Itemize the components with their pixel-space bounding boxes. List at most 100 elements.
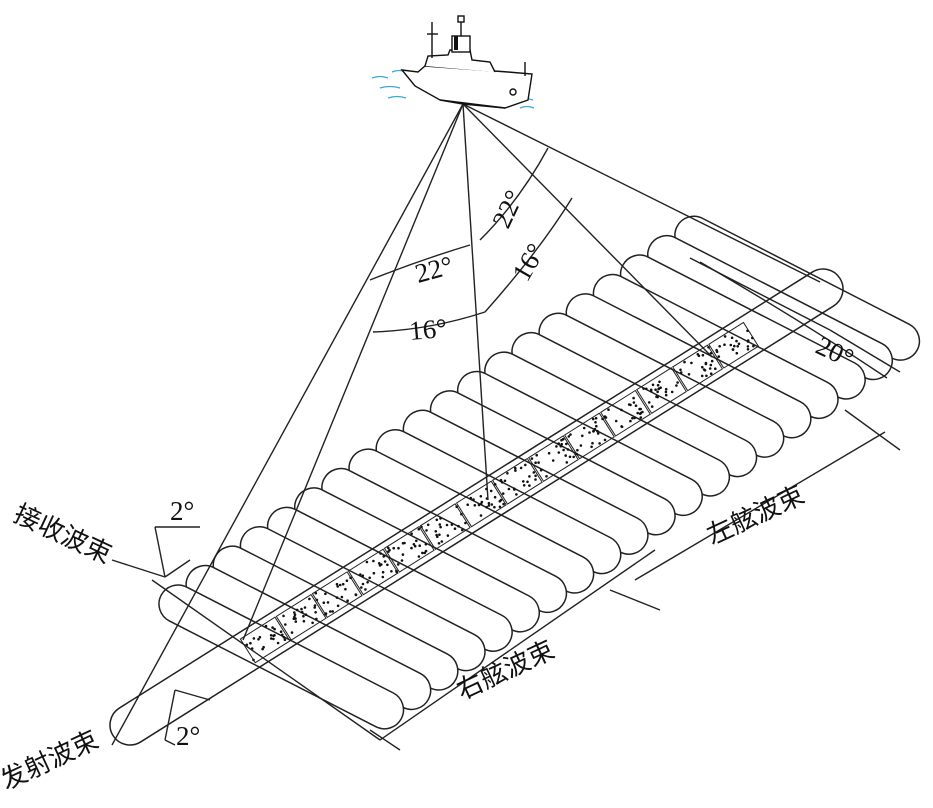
footprint-dot xyxy=(388,548,391,552)
footprint-dot xyxy=(331,610,335,613)
receive-beam-cylinder xyxy=(592,273,839,419)
footprint-cell xyxy=(347,548,399,596)
footprint-dot xyxy=(515,493,518,496)
footprint-dot xyxy=(534,478,537,481)
receive-beam-cylinder xyxy=(647,235,894,381)
footprint-dot xyxy=(576,448,579,452)
footprint-dot xyxy=(534,461,537,465)
footprint-dot xyxy=(249,641,252,645)
footprint-dot xyxy=(438,523,442,526)
footprint-dot xyxy=(361,582,365,586)
footprint-dot xyxy=(736,345,739,348)
footprint-dot xyxy=(555,445,558,448)
footprint-dot xyxy=(737,342,741,346)
sonar-ray xyxy=(462,103,713,358)
footprint-dot xyxy=(676,381,679,384)
footprint-dot xyxy=(709,372,713,376)
footprint-dot xyxy=(746,348,750,351)
footprint-dot xyxy=(397,546,400,550)
footprint-dot xyxy=(664,393,668,397)
footprint-dot xyxy=(379,552,382,555)
footprint-dot xyxy=(412,543,416,546)
footprint-dot xyxy=(338,583,342,587)
receive-beam-cylinder xyxy=(565,293,812,439)
footprint-dot xyxy=(632,401,636,404)
footprint-dot xyxy=(386,563,389,567)
footprint-dot xyxy=(461,528,464,532)
footprint-dot xyxy=(329,610,332,613)
footprint-dot xyxy=(349,576,352,580)
footprint-dot xyxy=(714,367,717,371)
angle-2-receive-leader xyxy=(164,559,191,578)
footprint-dot xyxy=(272,637,275,641)
receive-beam-cylinder xyxy=(375,429,622,575)
footprint-dot xyxy=(498,505,502,509)
footprint-dot xyxy=(641,410,644,414)
sonar-ray xyxy=(462,103,489,501)
footprint-dot xyxy=(365,560,369,564)
footprint-dot xyxy=(534,474,537,478)
footprint-dot xyxy=(709,363,713,367)
footprint-dot xyxy=(292,617,296,620)
footprint-dot xyxy=(426,523,430,527)
angle-2-transmit-label: 2° xyxy=(176,721,200,751)
footprint-dot xyxy=(560,442,563,446)
transmit-beam-outline xyxy=(109,268,844,746)
footprint-dot xyxy=(595,424,598,428)
footprint-dot xyxy=(514,469,517,472)
footprint-dot xyxy=(424,542,428,546)
footprint-dot xyxy=(690,361,693,365)
footprint-dot xyxy=(464,521,467,525)
footprint-dot xyxy=(303,606,307,609)
footprint-dot xyxy=(664,387,668,391)
footprint-dot xyxy=(634,404,638,408)
footprint-dot xyxy=(746,339,750,342)
footprint-dot xyxy=(396,563,400,566)
receive-beam-cylinder xyxy=(429,390,676,536)
footprint-dot xyxy=(537,461,540,464)
footprint-cell xyxy=(563,412,615,460)
footprint-dot xyxy=(614,419,618,423)
footprint-dot xyxy=(344,587,347,591)
receive-beam-cylinder xyxy=(158,584,405,730)
footprint-dot xyxy=(675,384,678,387)
sonar-ray xyxy=(462,103,821,283)
footprint-dot xyxy=(746,329,749,333)
footprint-dot xyxy=(455,505,459,509)
receive-beam-cylinder xyxy=(674,215,921,361)
footprint-dot xyxy=(368,576,372,580)
footprint-dot xyxy=(336,585,340,588)
footprint-dot xyxy=(381,570,385,574)
footprint-dot xyxy=(415,539,418,543)
footprint-dot xyxy=(557,451,561,454)
receive-beam-cylinder xyxy=(484,351,731,497)
receive-beam-leader xyxy=(111,559,166,578)
footprint-dot xyxy=(562,448,565,452)
footprint-dot xyxy=(413,544,417,548)
footprint-dot xyxy=(493,495,497,499)
footprint-cell xyxy=(383,525,435,573)
dimension-tick xyxy=(369,729,401,751)
receive-beam-cylinder xyxy=(348,448,595,594)
footprint-dot xyxy=(438,533,441,536)
receive-beam-cylinder xyxy=(456,370,703,517)
footprint-dot xyxy=(528,484,531,487)
receive-beam-label: 接收波束 xyxy=(9,499,116,570)
footprint-dot xyxy=(335,582,339,586)
angle-22-left-label: 22° xyxy=(412,250,456,289)
footprint-dot xyxy=(410,532,413,535)
footprint-dot xyxy=(718,345,721,348)
footprint-dot xyxy=(568,455,572,459)
receive-beam-cylinder xyxy=(511,332,758,478)
receive-beam-cylinder xyxy=(538,312,785,458)
footprint-dot xyxy=(598,442,601,445)
footprint-dot xyxy=(469,496,473,500)
footprint-dot xyxy=(435,533,438,537)
footprint-dot xyxy=(670,390,674,394)
angle-arc xyxy=(699,261,888,379)
footprint-dot xyxy=(649,390,653,393)
footprint-dot xyxy=(654,388,657,392)
footprint-dot xyxy=(460,512,463,516)
footprint-dot xyxy=(651,383,655,387)
footprint-dot xyxy=(639,416,643,419)
